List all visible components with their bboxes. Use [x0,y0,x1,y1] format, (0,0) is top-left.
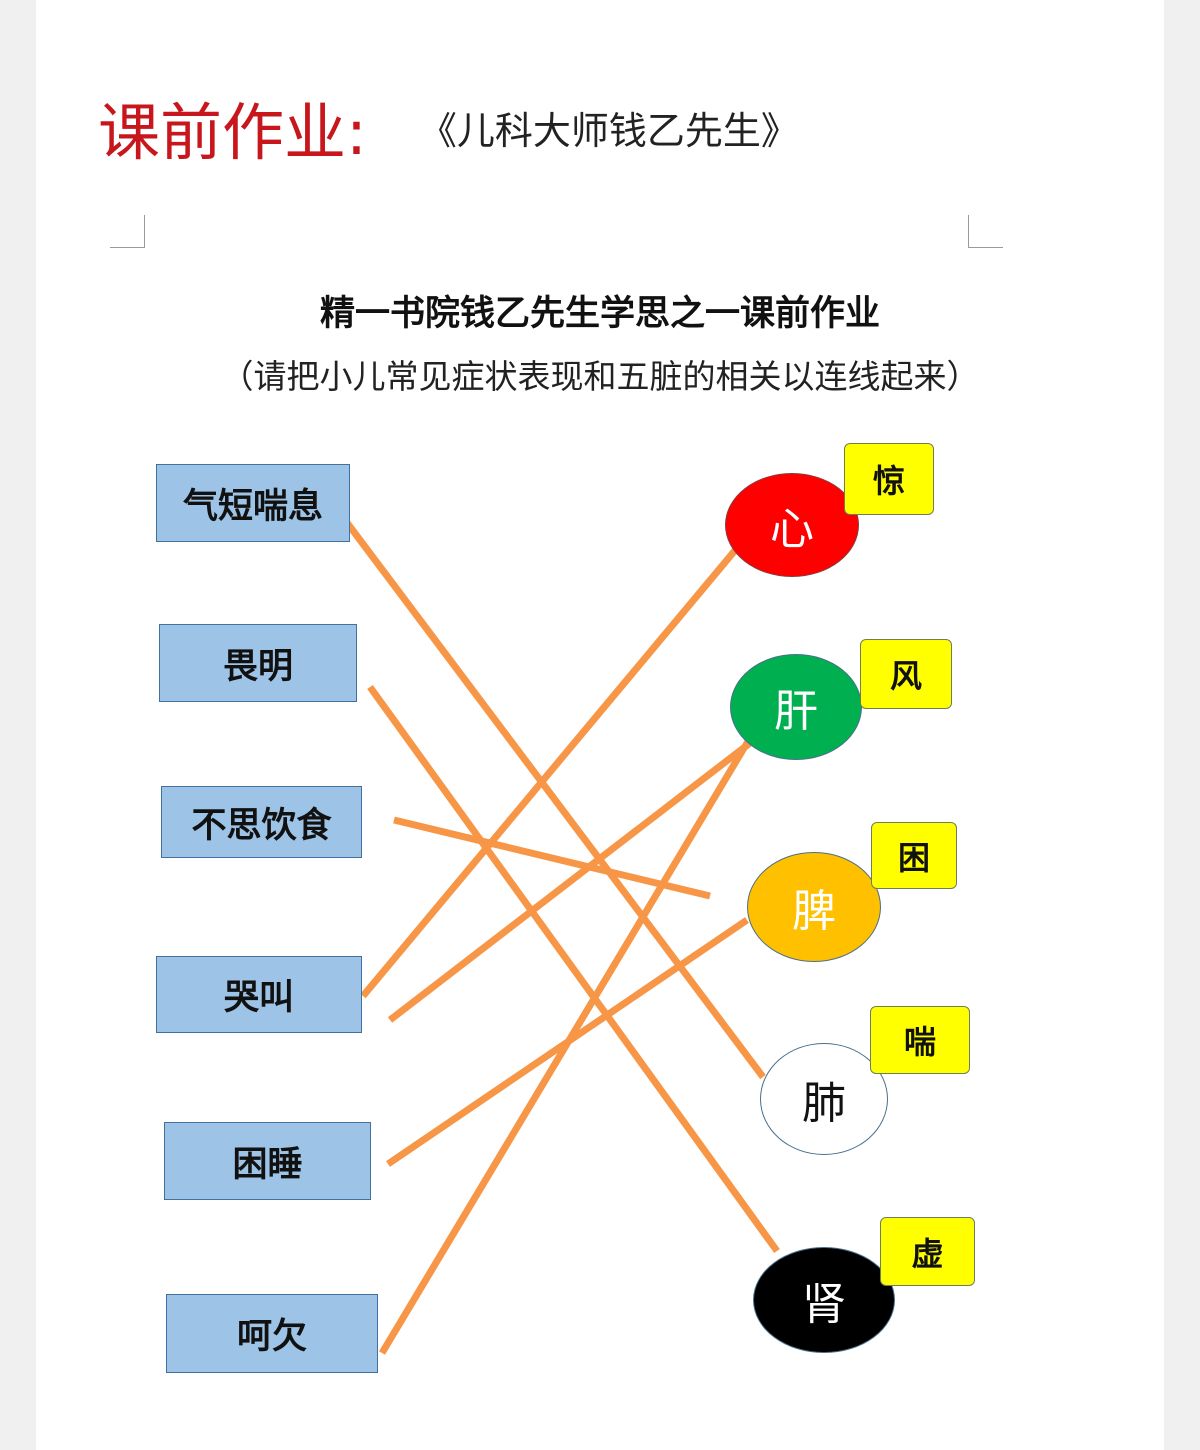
worksheet-title: 精一书院钱乙先生学思之一课前作业 [319,293,880,334]
organ-circle: 心 [725,473,859,577]
symptom-label: 不思饮食 [191,804,332,846]
symptom-box: 不思饮食 [161,786,362,858]
connection-line-kujiao-xin [360,539,745,999]
connection-line-kujiao-gan [387,730,766,1023]
symptom-label: 哭叫 [223,977,294,1018]
symptom-label: 困睡 [232,1143,303,1185]
organ-label: 心 [770,504,814,555]
symptom-box: 哭叫 [156,956,362,1033]
organ-tag: 喘 [870,1006,970,1074]
organ-tag: 风 [860,639,952,709]
organ-circle: 肾 [753,1247,895,1353]
symptom-box: 气短喘息 [156,464,350,542]
page-corner-mark-left [110,215,145,248]
worksheet-page: 课前作业: 《儿科大师钱乙先生》 精一书院钱乙先生学思之一课前作业 （请把小儿常… [36,0,1164,1450]
worksheet-subtitle: （请把小儿常见症状表现和五脏的相关以连线起来） [220,357,980,396]
symptom-label: 气短喘息 [182,485,323,527]
organ-label: 肝 [774,686,818,737]
symptom-box: 呵欠 [166,1294,378,1373]
organ-circle: 肺 [760,1043,888,1155]
organ-label: 肾 [802,1279,846,1330]
header-label: 课前作业: [98,96,367,169]
symptom-label: 畏明 [222,645,293,687]
symptom-label: 呵欠 [236,1316,307,1357]
organ-circle: 肝 [730,654,862,760]
symptom-box: 困睡 [164,1122,371,1200]
organ-tag-label: 风 [889,657,922,695]
organ-circle: 脾 [747,852,881,962]
connection-line-busiyinshi-pi [393,816,711,900]
organ-label: 肺 [802,1078,846,1129]
connection-line-weiming-shen [367,684,780,1254]
symptom-box: 畏明 [159,624,357,702]
page-corner-mark-right [968,215,1003,248]
organ-tag-label: 困 [897,838,930,877]
page-header: 课前作业: 《儿科大师钱乙先生》 [98,82,799,169]
connection-line-kunshui-pi [386,917,749,1167]
organ-tag-label: 喘 [903,1023,936,1061]
organ-tag: 惊 [844,443,934,515]
organ-tag-label: 虚 [911,1234,944,1273]
header-book-title: 《儿科大师钱乙先生》 [418,108,799,153]
organ-tag: 虚 [880,1217,975,1286]
organ-tag: 困 [871,822,957,889]
organ-tag-label: 惊 [872,462,905,500]
organ-label: 脾 [792,886,836,937]
connection-line-qiduanchuanxi-fei [333,505,766,1080]
connection-line-heqian-gan [378,736,754,1355]
